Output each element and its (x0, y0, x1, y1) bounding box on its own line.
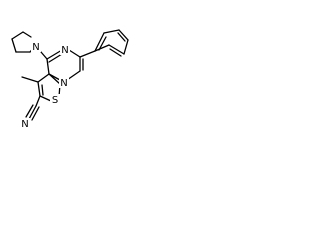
nitrile-group (25, 95, 41, 121)
pyrimidine-ring (46, 49, 84, 81)
bond-n-c4 (40, 51, 48, 60)
atom-label-pyrimidine-n3: N (60, 44, 70, 56)
molecule-structure-diagram: N N N S N (11, 29, 129, 130)
pyrimidine-n1-label: N (60, 78, 67, 89)
atom-label-nitrile-n: N (20, 118, 30, 130)
phenyl-ring (79, 29, 129, 58)
thiophene-s-label: S (52, 95, 58, 106)
nitrile-n-label: N (21, 119, 28, 130)
methyl-bond (21, 76, 39, 83)
pyrimidine-n3-label: N (61, 45, 68, 56)
atom-label-pyrimidine-n1: N (59, 77, 69, 89)
pyrrolidine-n-label: N (32, 42, 39, 53)
atom-label-pyrrolidine-n: N (31, 41, 41, 53)
atom-label-thiophene-s: S (50, 94, 60, 106)
